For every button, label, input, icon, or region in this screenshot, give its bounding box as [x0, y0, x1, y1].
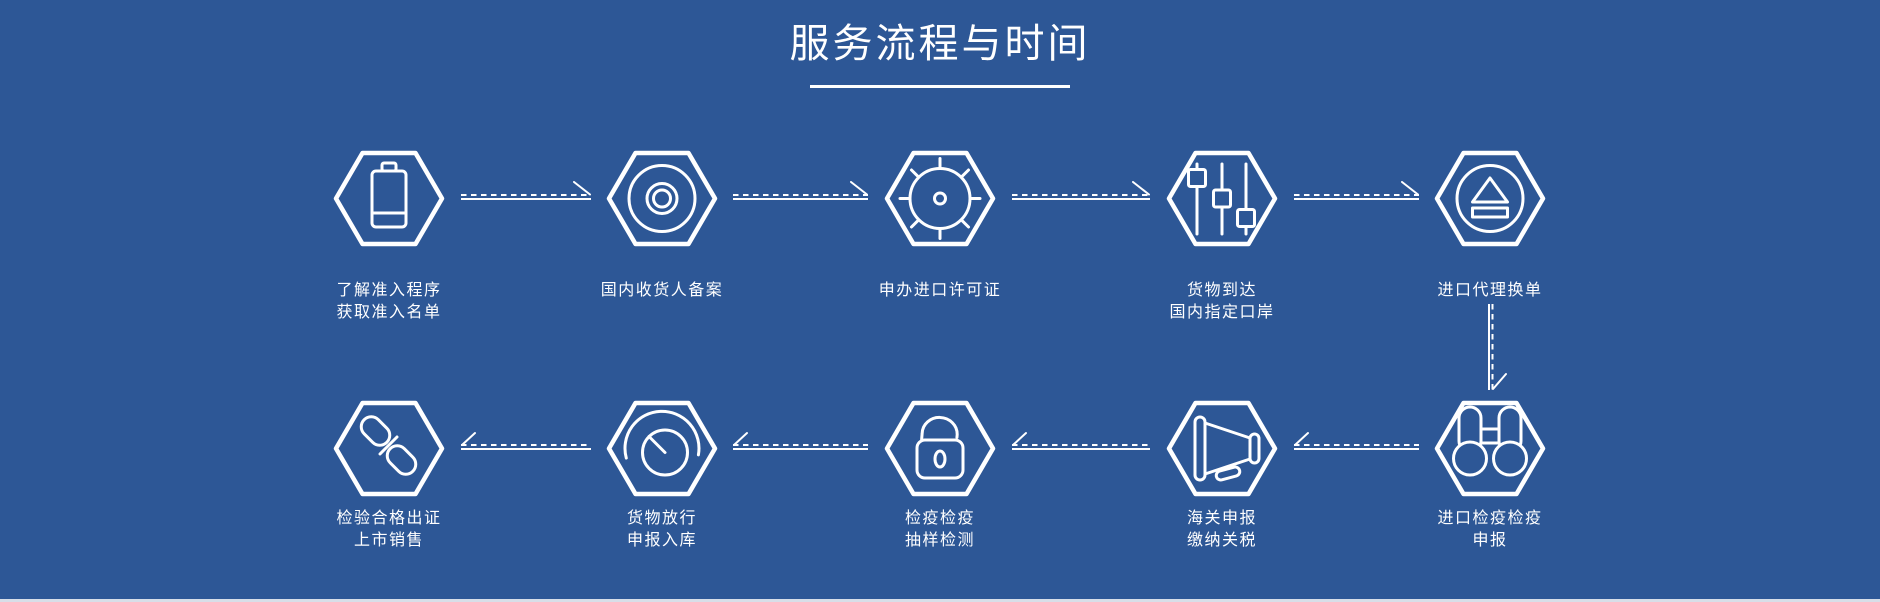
step-label: 国内收货人备案	[600, 282, 724, 299]
step-node-6: 进口检疫检疫 申报	[1390, 400, 1590, 549]
step-node-4: 货物到达 国内指定口岸	[1122, 150, 1322, 321]
step-node-7: 海关申报 缴纳关税	[1122, 400, 1322, 549]
step-label: 进口代理换单	[1437, 282, 1543, 299]
battery-icon	[333, 150, 445, 247]
flow-arrow-left-1	[1294, 432, 1419, 450]
title-underline	[810, 85, 1070, 88]
step-label: 海关申报 缴纳关税	[1186, 510, 1257, 549]
flow-arrow-right-4	[1294, 181, 1419, 200]
flow-arrow-down	[1488, 304, 1507, 390]
step-label: 了解准入程序 获取准入名单	[336, 282, 442, 321]
step-label: 检验合格出证 上市销售	[336, 510, 442, 549]
binoculars-icon	[1434, 400, 1546, 497]
flow-arrow-right-3	[1012, 181, 1150, 200]
step-node-5: 进口代理换单	[1390, 150, 1590, 299]
eject-icon	[1434, 150, 1546, 247]
flow-arrow-left-3	[733, 432, 868, 450]
flow-arrow-left-4	[461, 432, 591, 450]
step-node-3: 申办进口许可证	[840, 150, 1040, 299]
megaphone-icon	[1166, 400, 1278, 497]
flow-arrow-right-1	[461, 181, 591, 200]
step-node-1: 了解准入程序 获取准入名单	[289, 150, 489, 321]
flow-arrow-left-2	[1012, 432, 1150, 450]
gauge-icon	[606, 400, 718, 497]
step-node-9: 货物放行 申报入库	[562, 400, 762, 549]
step-node-2: 国内收货人备案	[562, 150, 762, 299]
sliders-icon	[1166, 150, 1278, 247]
step-label: 货物到达 国内指定口岸	[1169, 282, 1275, 321]
step-label: 检疫检疫 抽样检测	[904, 510, 975, 549]
step-node-10: 检验合格出证 上市销售	[289, 400, 489, 549]
step-node-8: 检疫检疫 抽样检测	[840, 400, 1040, 549]
step-label: 货物放行 申报入库	[626, 510, 697, 549]
bottom-divider	[0, 599, 1880, 602]
chain-icon	[333, 400, 445, 497]
flow-arrow-right-2	[733, 181, 868, 200]
lock-icon	[884, 400, 996, 497]
compass-icon	[884, 150, 996, 247]
step-label: 进口检疫检疫 申报	[1437, 510, 1543, 549]
page-title: 服务流程与时间	[789, 21, 1091, 66]
record-icon	[606, 150, 718, 247]
step-label: 申办进口许可证	[878, 282, 1002, 299]
